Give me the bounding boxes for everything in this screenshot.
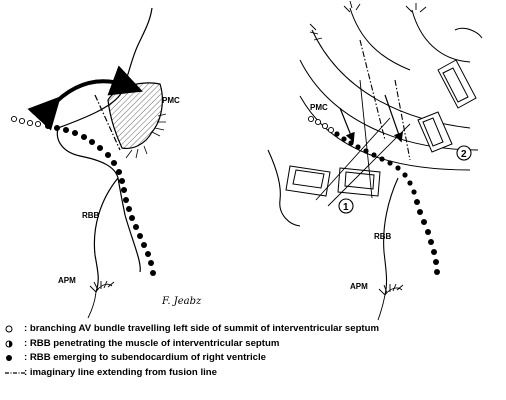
left-apm-label: APM	[58, 276, 76, 285]
legend: : branching AV bundle travelling left si…	[2, 322, 506, 380]
legend-row-line: : imaginary line extending from fusion l…	[2, 366, 506, 381]
right-rbb-label: RBB	[374, 232, 392, 241]
box-mid-right	[418, 112, 452, 152]
left-lower-wall	[94, 178, 118, 292]
svg-text:1: 1	[343, 202, 349, 213]
section-marker-1: 1	[339, 199, 353, 213]
left-pmc-muscle	[108, 83, 162, 148]
left-apm	[88, 281, 114, 318]
legend-text-line: : imaginary line extending from fusion l…	[24, 366, 217, 380]
right-diagram: 1 2 PMC RBB APM	[268, 1, 482, 320]
right-arrows	[340, 95, 400, 138]
legend-text-open: : branching AV bundle travelling left si…	[24, 322, 379, 336]
right-pmc-label: PMC	[310, 103, 328, 112]
left-open-dots	[11, 116, 40, 126]
svg-text:2: 2	[461, 149, 467, 160]
legend-text-half: : RBB penetrating the muscle of interven…	[24, 337, 279, 351]
right-fusion-lines	[360, 40, 410, 160]
left-pmc-label: PMC	[162, 96, 180, 105]
section-marker-2: 2	[457, 146, 471, 160]
right-filled-dots	[414, 199, 440, 275]
legend-text-filled: : RBB emerging to subendocardium of righ…	[24, 351, 266, 365]
left-rbb-label: RBB	[82, 211, 100, 220]
signature: F. Jeabz	[161, 296, 202, 307]
right-chordae-top	[310, 1, 426, 40]
right-apm	[378, 284, 403, 320]
right-apm-label: APM	[350, 282, 368, 291]
legend-row-filled: : RBB emerging to subendocardium of righ…	[2, 351, 506, 366]
left-diagram: PMC RBB APM F. Jeabz	[11, 8, 202, 318]
legend-row-open: : branching AV bundle travelling left si…	[2, 322, 506, 337]
legend-row-half: : RBB penetrating the muscle of interven…	[2, 337, 506, 352]
